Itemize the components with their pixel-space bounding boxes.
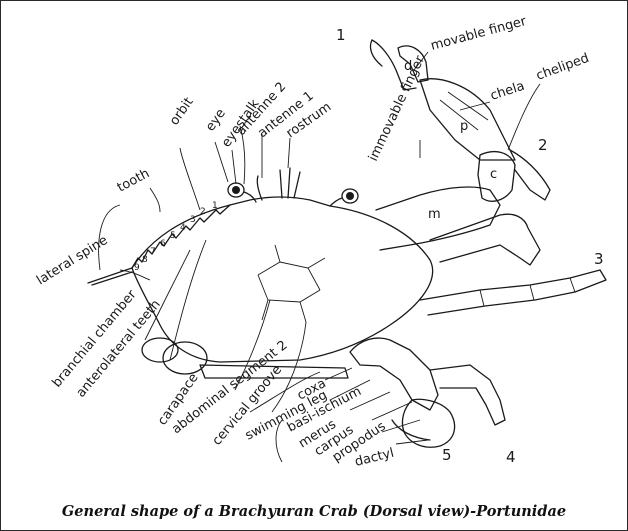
- leg-number-2: 2: [538, 136, 548, 154]
- carapace-outline: [88, 197, 433, 362]
- label-orbit: orbit: [167, 95, 197, 128]
- label-cheliped: cheliped: [534, 51, 591, 84]
- tooth-number: 8: [142, 255, 148, 265]
- cervical-groove-pattern: [258, 245, 325, 322]
- antennae: [257, 168, 300, 200]
- leg-number-5: 5: [442, 446, 452, 464]
- tooth-number: 9: [134, 263, 140, 273]
- figure-caption: General shape of a Brachyuran Crab (Dors…: [0, 503, 628, 520]
- labels: tooth orbit eye eyestalk antenne 2 anten…: [34, 14, 603, 470]
- label-seg-m: m: [428, 207, 441, 222]
- label-chela: chela: [489, 79, 527, 104]
- tooth-number: 3: [190, 215, 196, 225]
- tooth-number: 1: [212, 201, 218, 211]
- tooth-number: 4: [180, 223, 186, 233]
- right-eye: [330, 189, 358, 206]
- tooth-number: 7: [150, 247, 156, 257]
- crab-diagram: tooth orbit eye eyestalk antenne 2 anten…: [0, 0, 628, 500]
- label-seg-c: c: [490, 167, 497, 182]
- tooth-number: 2: [200, 207, 206, 217]
- leg-number-3: 3: [594, 250, 604, 268]
- label-seg-p: p: [460, 119, 468, 134]
- label-eye: eye: [203, 106, 229, 134]
- walking-leg-3: [420, 270, 606, 315]
- label-movable-finger: movable finger: [429, 14, 528, 54]
- leg-number-1: 1: [336, 26, 346, 44]
- label-tooth: tooth: [115, 166, 152, 195]
- cheliped: [370, 40, 515, 250]
- tooth-number: 6: [160, 239, 166, 249]
- leg-number-4: 4: [506, 448, 516, 466]
- tooth-number: 5: [170, 231, 176, 241]
- label-seg-d: d: [404, 59, 412, 74]
- label-immovable-finger: immovable finger: [366, 53, 428, 164]
